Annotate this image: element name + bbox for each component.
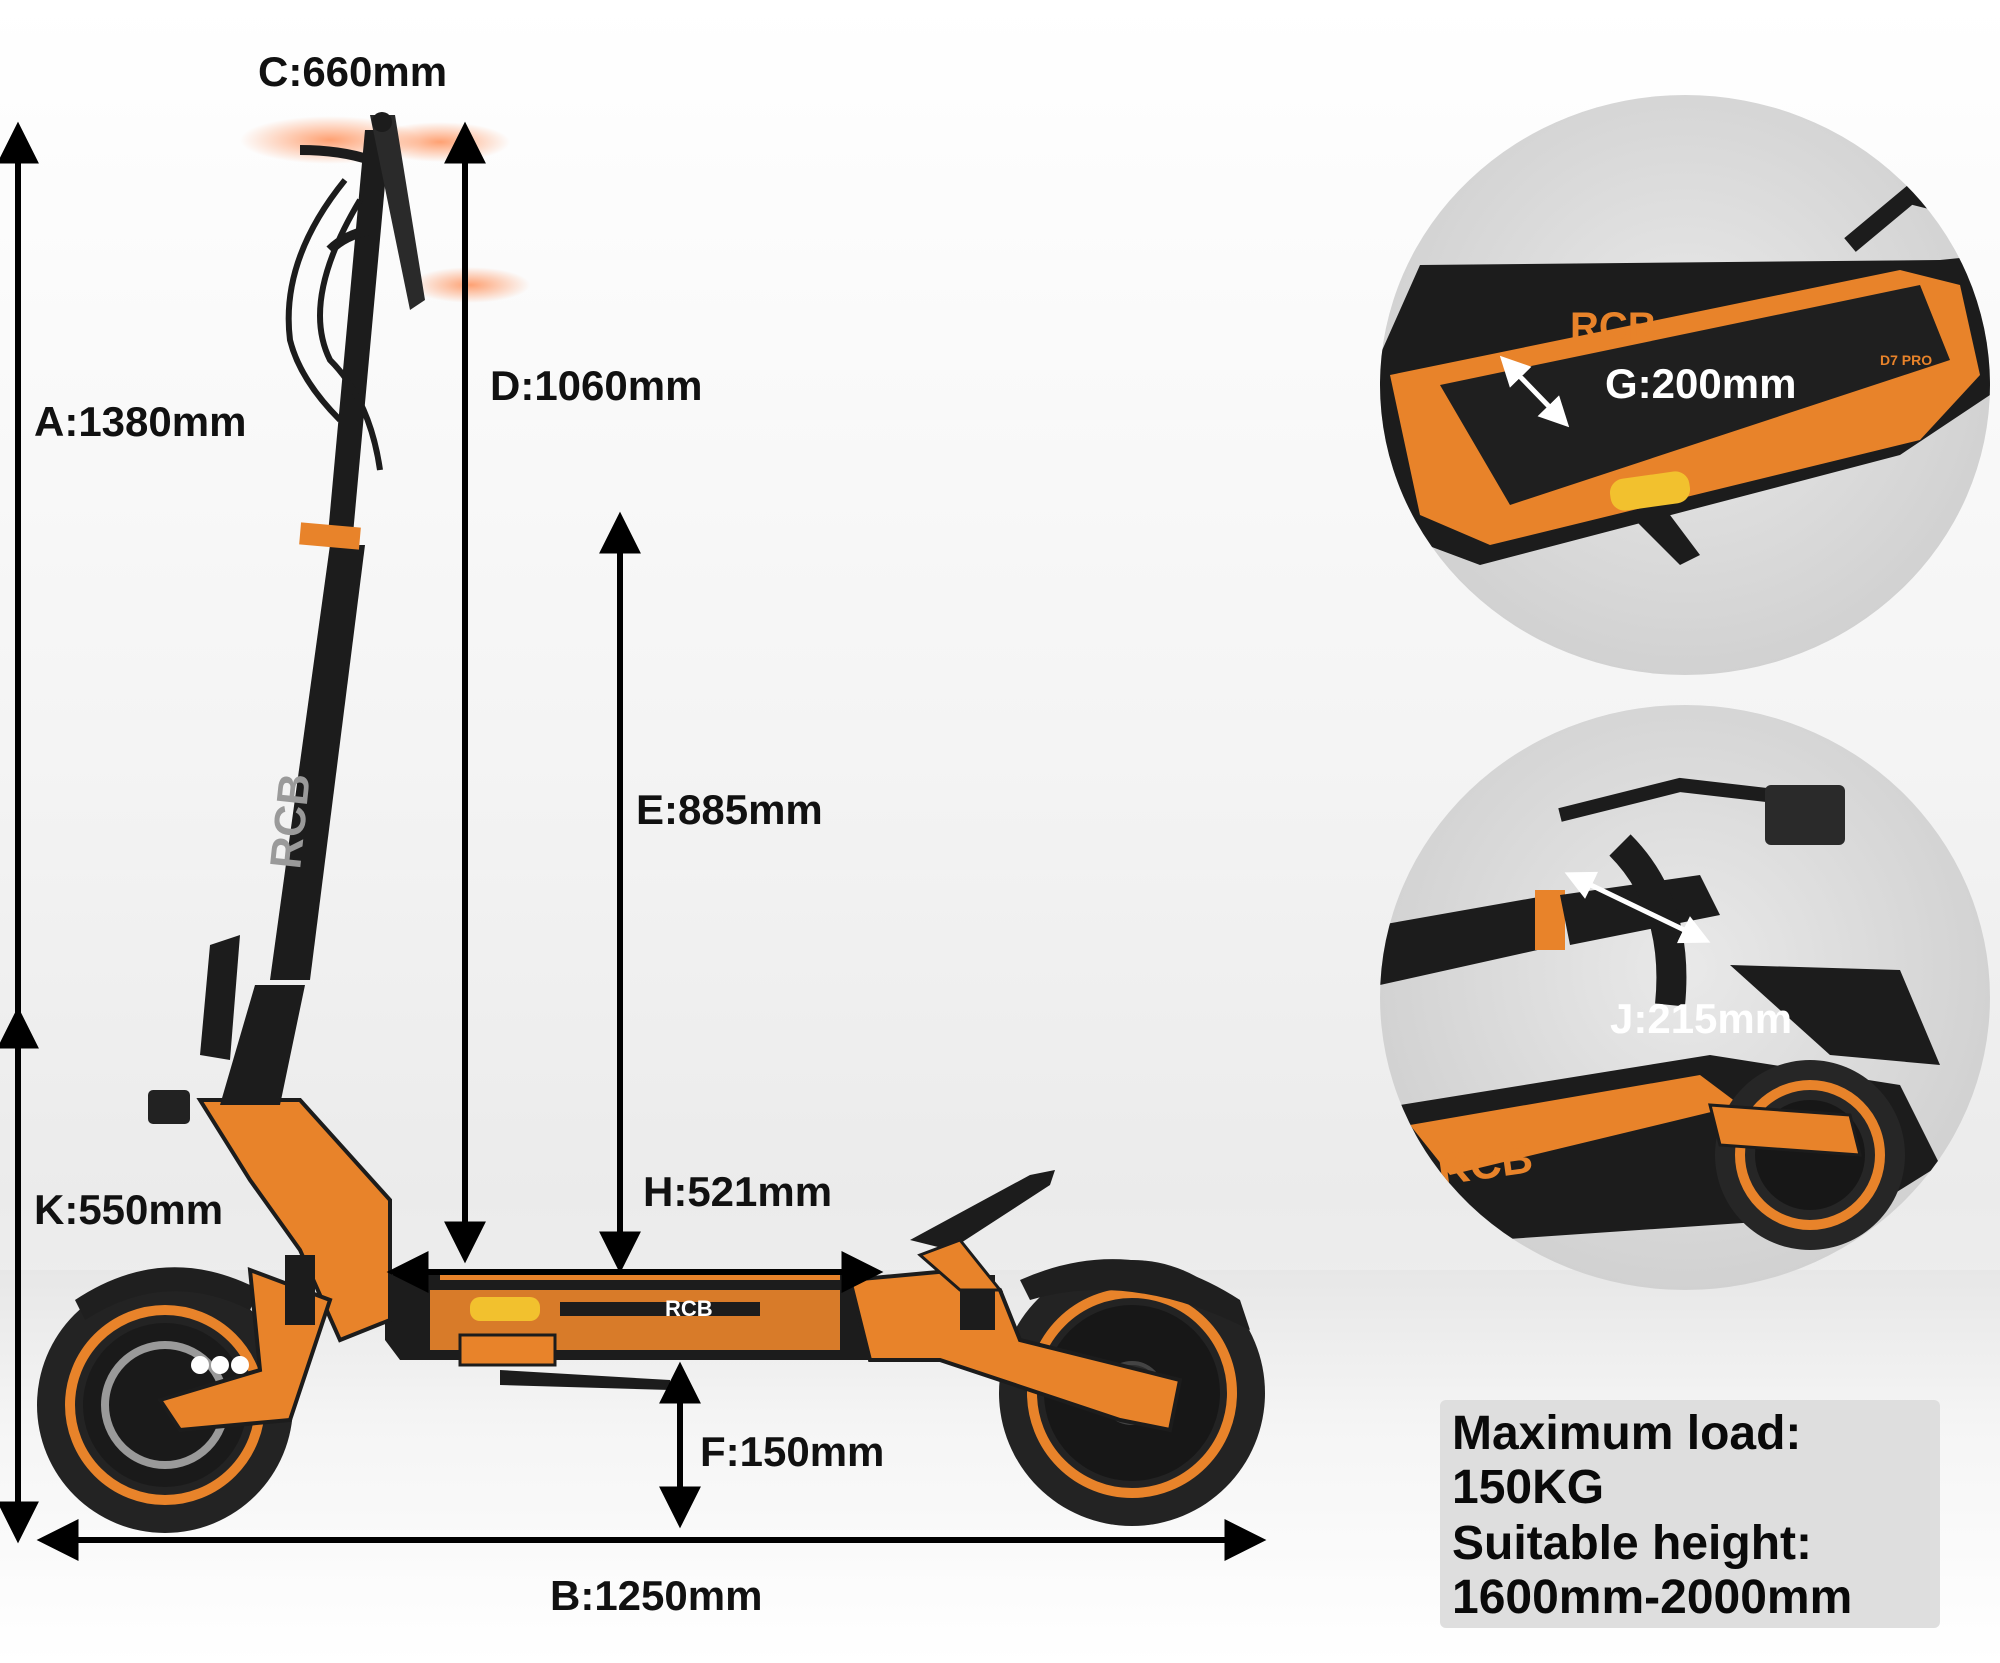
label-h: H:521mm — [643, 1168, 833, 1215]
rear-fender — [1020, 1259, 1250, 1330]
brake-cable — [317, 198, 383, 471]
label-a: A:1380mm — [34, 398, 247, 445]
fold-detail-image: RCB — [1380, 777, 1940, 1250]
label-j: J:215mm — [1610, 995, 1793, 1042]
kickstand — [500, 1370, 670, 1390]
front-fender — [75, 1267, 260, 1320]
label-c: C:660mm — [258, 48, 448, 95]
label-k: K:550mm — [34, 1186, 224, 1233]
model-badge: D7 PRO — [1880, 352, 1932, 368]
label-d: D:1060mm — [490, 362, 703, 409]
handlebar-glow — [410, 267, 530, 303]
label-f: F:150mm — [700, 1428, 885, 1475]
seat-bracket-arm — [917, 1238, 1004, 1292]
label-e: E:885mm — [636, 786, 823, 833]
deck-detail-circle: RCB D7 PRO — [1380, 95, 1990, 675]
deck — [385, 1270, 880, 1390]
brake-cable — [285, 178, 348, 423]
fold-detail-circle: RCB — [1380, 705, 1990, 1290]
deck-detail-image: RCB D7 PRO — [1380, 185, 1990, 565]
dimension-arrow-g — [1499, 355, 1570, 428]
folding-latch — [200, 935, 240, 1060]
seat-bracket — [910, 1170, 1055, 1250]
label-g: G:200mm — [1605, 360, 1797, 407]
headlight — [148, 1090, 190, 1124]
suitable-height-value: 1600mm-2000mm — [1452, 1571, 1853, 1624]
dimension-arrow-j — [1564, 871, 1711, 944]
label-b: B:1250mm — [550, 1572, 763, 1619]
max-load-label: Maximum load: — [1452, 1407, 1802, 1460]
stem — [148, 130, 390, 1124]
stem-logo: RCB — [261, 771, 320, 871]
handlebar — [285, 112, 425, 471]
spec-box: Maximum load: 150KG Suitable height: 160… — [1440, 1400, 1940, 1628]
deck-detail-logo: RCB — [1570, 305, 1657, 349]
suitable-height-label: Suitable height: — [1452, 1517, 1812, 1570]
front-suspension — [156, 1098, 392, 1433]
deck-logo: RCB — [665, 1296, 713, 1321]
max-load-value: 150KG — [1452, 1461, 1605, 1514]
